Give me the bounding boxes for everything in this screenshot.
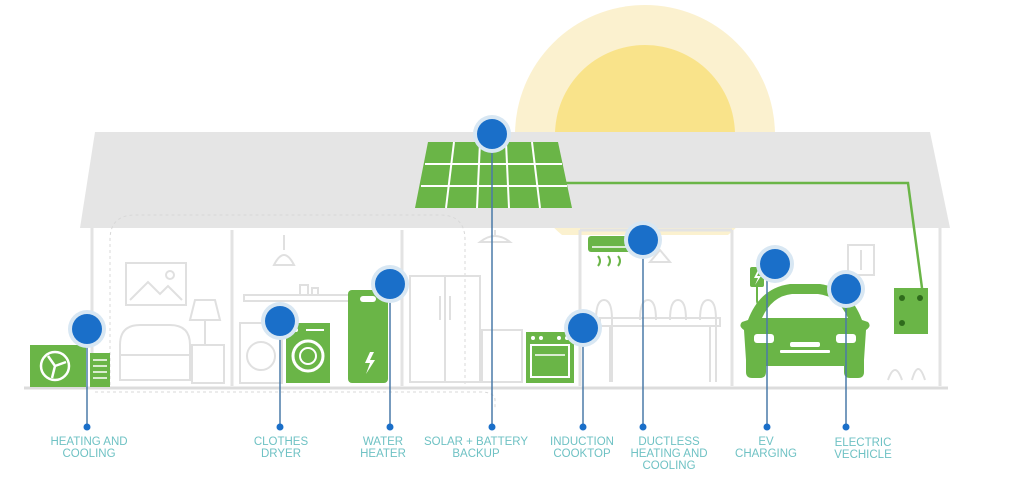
dryer-icon [286,323,330,383]
label-ev-charging[interactable]: EV CHARGING [735,436,797,460]
label-line: CHARGING [735,448,797,460]
label-ductless[interactable]: DUCTLESS HEATING AND COOLING [630,436,707,472]
hotspot-electric-vehicle[interactable] [827,270,865,308]
label-line: COOLING [642,460,696,472]
car-icon [740,284,870,378]
mini-split-icon [588,236,634,267]
hotspot-ductless[interactable] [624,221,662,259]
leader-dots [83,423,850,431]
label-solar-battery[interactable]: SOLAR + BATTERY BACKUP [424,436,528,460]
label-line: DUCTLESS [638,436,700,448]
dining-room [595,298,721,382]
label-electric-vehicle[interactable]: ELECTRIC VECHICLE [834,437,892,461]
label-line: DRYER [260,448,302,460]
hotspot-ev-charging[interactable] [756,245,794,283]
battery-inverter-icon [894,288,928,334]
living-room [119,262,225,384]
leader-lines [86,134,847,427]
label-induction-cooktop[interactable]: INDUCTION COOKTOP [550,436,614,460]
label-line: COOLING [62,448,116,460]
label-line: HEATER [360,448,406,460]
hotspot-water-heater[interactable] [371,265,409,303]
label-heating-cooling[interactable]: HEATING AND COOLING [50,436,127,460]
garage [847,244,926,381]
label-line: VECHICLE [834,449,892,461]
solar-panel-icon [415,141,572,209]
label-line: COOKTOP [553,448,611,460]
hotspot-clothes-dryer[interactable] [261,302,299,340]
hotspot-induction-cooktop[interactable] [564,309,602,347]
house-frame [90,228,942,386]
hotspot-solar-battery[interactable] [473,115,511,153]
heat-pump-icon [30,345,110,387]
stove-icon [526,332,574,383]
label-line: EV [758,436,774,448]
label-line: WATER [362,436,404,448]
label-line: HEATING AND [50,436,128,448]
label-water-heater[interactable]: WATER HEATER [360,436,406,460]
water-heater-icon [348,290,388,383]
label-line: HEATING AND [630,448,708,460]
label-clothes-dryer[interactable]: CLOTHES DRYER [254,436,308,460]
label-line: CLOTHES [253,436,309,448]
label-line: SOLAR + BATTERY [423,436,529,448]
label-line: INDUCTION [550,436,614,448]
label-line: BACKUP [452,448,500,460]
kitchen [409,230,673,383]
hotspot-heating-cooling[interactable] [68,310,106,348]
label-line: ELECTRIC [834,437,892,449]
